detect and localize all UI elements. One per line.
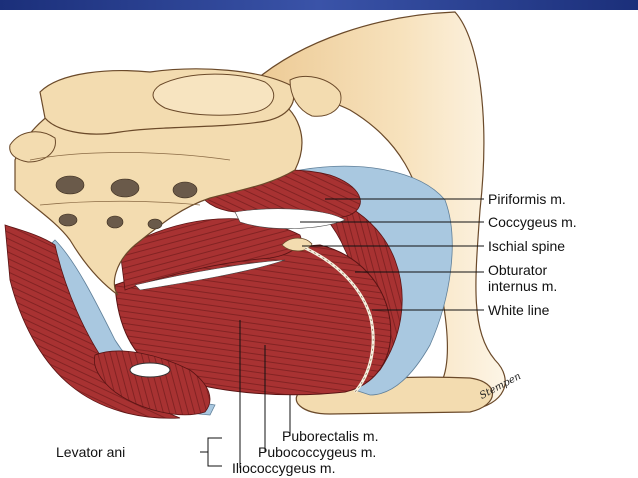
levator-ani-bracket [200,437,222,467]
sacral-foramen-5 [106,215,124,229]
label-coccygeus: Coccygeus m. [488,214,577,230]
label-obturator-line2: internus m. [488,278,558,294]
label-piriformis: Piriformis m. [488,191,566,207]
vertebra-left [9,131,56,163]
hip-bone [248,11,506,413]
rectal-opening [129,362,171,378]
label-puborectalis: Puborectalis m. [282,428,379,444]
label-white-line: White line [488,302,550,318]
lesser-gap [134,259,286,291]
label-levator-ani: Levator ani [56,444,126,460]
greater-sciatic-gap [234,208,346,229]
label-ischial-spine: Ischial spine [488,238,566,254]
anal-canal-muscle [93,350,211,416]
label-iliococcygeus: Iliococcygeus m. [232,460,336,476]
vertebra-process [289,76,342,117]
sacral-foramen-1 [55,175,85,195]
label-obturator-line1: Obturator [488,262,548,278]
sacral-foramen-2 [110,178,140,198]
label-pubococcygeus: Pubococcygeus m. [258,444,377,460]
sacral-foramen-6 [147,218,163,230]
slide-banner [0,0,638,10]
vertebra-upper [152,73,275,116]
sacral-foramen-3 [172,181,198,199]
ischial-spine-bone [281,237,313,252]
leader-lines [200,198,484,468]
sacral-foramen-4 [58,213,78,227]
